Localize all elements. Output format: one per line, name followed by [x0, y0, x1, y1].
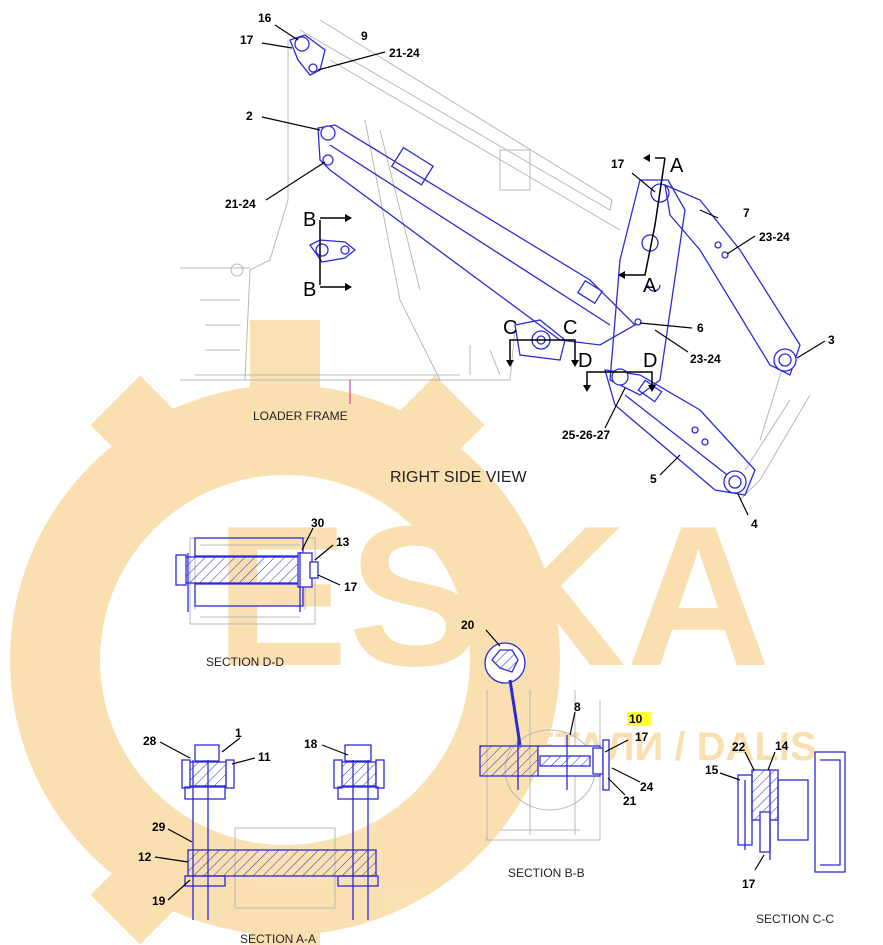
- callout-4: 4: [751, 517, 758, 531]
- marker-a-bottom: A: [643, 275, 657, 297]
- callout-21: 21: [623, 794, 637, 808]
- marker-c-right: C: [563, 317, 577, 339]
- callout-17-a: 17: [611, 157, 625, 171]
- arm-7: [664, 183, 801, 376]
- section-cc: 22 14 15 17 SECTION C-C: [705, 739, 846, 926]
- callout-17-cc: 17: [742, 877, 756, 891]
- boom-2: [317, 124, 637, 346]
- callout-13: 13: [336, 535, 350, 549]
- section-aa-title: SECTION A-A: [240, 932, 316, 945]
- pin-16-icon: [294, 36, 310, 52]
- callout-30: 30: [311, 516, 325, 530]
- callout-9: 9: [361, 29, 368, 43]
- callout-15: 15: [705, 763, 719, 777]
- callout-19: 19: [152, 894, 166, 908]
- pin-9-icon: [308, 63, 318, 73]
- callout-24: 24: [640, 780, 654, 794]
- callout-16: 16: [258, 11, 272, 25]
- section-bb-title: SECTION B-B: [508, 866, 585, 880]
- joint-c: [514, 319, 566, 361]
- callouts-main: 16 17 9 21-24 2 21-24 17 7 23-24 6 23-24…: [225, 11, 835, 531]
- callout-1: 1: [235, 726, 242, 740]
- section-bb: 20 8 10 17 24 21 SECTION B-B: [461, 618, 654, 880]
- callout-23-24-a: 23-24: [759, 230, 790, 244]
- section-markers: B B A A C C D D: [303, 154, 684, 392]
- callout-29: 29: [152, 820, 166, 834]
- view-title: RIGHT SIDE VIEW: [390, 469, 528, 486]
- callout-21-24-top: 21-24: [389, 46, 420, 60]
- callout-25-26-27: 25-26-27: [562, 428, 610, 442]
- pin-2-top-icon: [320, 125, 336, 141]
- boom-arm-assembly: [289, 34, 801, 496]
- marker-b-bottom: B: [303, 279, 316, 301]
- pin-b-icon: [315, 243, 329, 257]
- callout-17-bb: 17: [635, 730, 649, 744]
- callout-10: 10: [629, 712, 643, 726]
- marker-c-left: C: [503, 317, 517, 339]
- callout-5: 5: [650, 472, 657, 486]
- pin-d-icon: [611, 368, 629, 386]
- callout-22: 22: [732, 740, 746, 754]
- callout-20: 20: [461, 618, 475, 632]
- callout-17-dd: 17: [344, 580, 358, 594]
- callout-6: 6: [697, 321, 704, 335]
- highlight-10: [627, 712, 651, 726]
- callout-17-top: 17: [240, 33, 254, 47]
- callout-11: 11: [258, 750, 271, 764]
- callout-28: 28: [143, 734, 157, 748]
- callout-2: 2: [246, 109, 253, 123]
- callout-8: 8: [574, 700, 581, 714]
- pin-2-bottom-icon: [322, 154, 334, 166]
- arm-5: [604, 369, 756, 496]
- callout-14: 14: [775, 739, 789, 753]
- callout-18: 18: [304, 737, 318, 751]
- loader-frame-outline: [180, 19, 811, 501]
- section-cc-title: SECTION C-C: [756, 912, 834, 926]
- callout-12: 12: [138, 850, 152, 864]
- section-dd: 30 13 17 SECTION D-D: [175, 516, 358, 669]
- clip-icon: [647, 284, 661, 292]
- marker-b-top: B: [303, 209, 316, 231]
- callout-3: 3: [828, 333, 835, 347]
- section-dd-title: SECTION D-D: [206, 655, 284, 669]
- section-aa: 28 1 11 18 29 12 19 SECTION A-A: [138, 726, 385, 945]
- callout-23-24-b: 23-24: [690, 352, 721, 366]
- callout-7: 7: [743, 206, 750, 220]
- loader-frame-label: LOADER FRAME: [253, 409, 348, 423]
- marker-d-right: D: [643, 350, 657, 372]
- leader-lines-main: [261, 24, 826, 516]
- callout-21-24-mid: 21-24: [225, 197, 256, 211]
- marker-a-top: A: [670, 155, 684, 177]
- marker-d-left: D: [578, 350, 592, 372]
